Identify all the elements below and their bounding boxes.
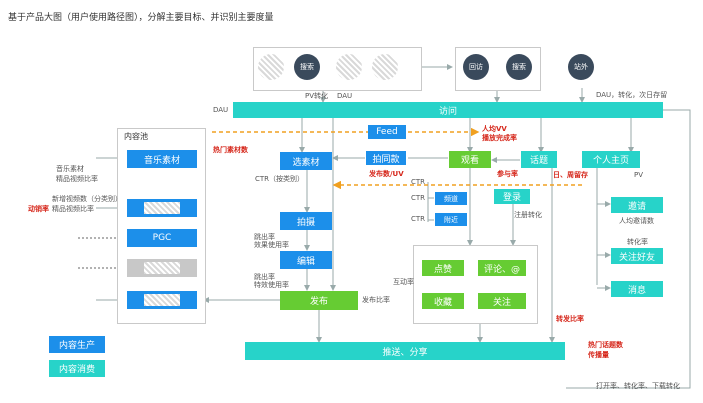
publish-per-uv-label: 发布数/UV	[369, 170, 404, 178]
hot-topics-label: 热门话题数	[588, 341, 623, 349]
jump-rate-1: 跳出率	[254, 233, 275, 241]
dau-right-label: DAU，转化，次日存留	[596, 91, 668, 99]
open-conversion-download-label: 打开率、转化率、下载转化	[596, 382, 680, 390]
blurred-node-icon	[336, 54, 362, 80]
metric-premium-ratio-2: 精品视频比率	[52, 205, 94, 213]
effect-usage-rate: 效果使用率	[254, 241, 289, 249]
publish-box: 发布	[280, 291, 358, 310]
feed-box: Feed	[368, 125, 406, 139]
blurred-node-icon	[258, 54, 284, 80]
music-materials-box: 音乐素材	[127, 150, 197, 168]
login-box: 登录	[494, 189, 530, 204]
content-pool-title: 内容池	[124, 132, 148, 141]
forward-ratio-label: 转发比率	[556, 315, 584, 323]
visit-bar: 访问	[233, 102, 663, 118]
invite-per-user-label: 人均邀请数	[619, 217, 654, 225]
follow-box: 关注	[478, 293, 526, 309]
personal-homepage-box: 个人主页	[582, 151, 640, 168]
pv-conversion-label: PV转化	[305, 92, 329, 100]
metric-music-material: 音乐素材	[56, 165, 84, 173]
per-vv-label: 人均VV	[482, 125, 507, 133]
page-title: 基于产品大图（用户使用路径图），分解主要目标、并识别主要度量	[8, 13, 274, 23]
blurred-content-box	[127, 199, 197, 217]
register-conversion-label: 注册转化	[514, 211, 542, 219]
invite-box: 邀请	[611, 197, 663, 213]
metric-hot-materials: 热门素材数	[213, 146, 248, 154]
blurred-content-box-grey	[127, 259, 197, 277]
blurred-content-box-bottom	[127, 291, 197, 309]
dau-left-label: DAU	[213, 106, 229, 114]
follow-friends-box: 关注好友	[611, 248, 663, 264]
publish-ratio-label: 发布比率	[362, 296, 390, 304]
special-effect-usage: 特效使用率	[254, 281, 289, 289]
ctr-category-label: CTR（按类别）	[255, 175, 305, 183]
message-box: 消息	[611, 281, 663, 297]
like-box: 点赞	[422, 260, 464, 276]
conversion-rate-label: 转化率	[627, 238, 648, 246]
channel-box: 频道	[435, 192, 467, 205]
interaction-rate-label: 互动率	[393, 278, 414, 286]
ctr-label-1: CTR	[411, 178, 426, 186]
ctr-label-3: CTR	[411, 215, 426, 223]
pv-label: PV	[634, 171, 644, 179]
metric-active-rate: 动销率	[28, 205, 49, 213]
spread-volume-label: 传播量	[588, 351, 609, 359]
watch-box: 观看	[449, 151, 491, 168]
legend-content-production: 内容生产	[49, 336, 105, 353]
ctr-label-2: CTR	[411, 194, 426, 202]
comment-box: 评论、@	[478, 260, 526, 276]
legend-content-consumption: 内容消费	[49, 360, 105, 377]
select-material-box: 选素材	[280, 152, 332, 170]
metric-new-videos: 新增视频数（分类别）	[52, 195, 122, 203]
topic-box: 话题	[521, 151, 557, 168]
interaction-pane	[413, 245, 538, 324]
search-node-a: 搜索	[294, 54, 320, 80]
external-node: 站外	[568, 54, 594, 80]
blurred-node-icon	[372, 54, 398, 80]
return-visit-node: 回访	[463, 54, 489, 80]
search-node-b: 搜索	[506, 54, 532, 80]
completion-rate-label: 播放完成率	[482, 134, 517, 142]
push-share-bar: 推送、分享	[245, 342, 565, 360]
edit-box: 编辑	[280, 251, 332, 269]
participation-rate-label: 参与率	[497, 170, 518, 178]
jump-rate-2: 跳出率	[254, 273, 275, 281]
metric-premium-ratio: 精品视频比率	[56, 175, 98, 183]
day-week-retention-label: 日、周留存	[553, 171, 588, 179]
nearby-box: 附近	[435, 213, 467, 226]
shoot-box: 拍摄	[280, 212, 332, 230]
pgc-box: PGC	[127, 229, 197, 247]
dau-under-label: DAU	[337, 92, 353, 100]
shoot-same-box: 拍同款	[366, 151, 406, 165]
favorite-box: 收藏	[422, 293, 464, 309]
